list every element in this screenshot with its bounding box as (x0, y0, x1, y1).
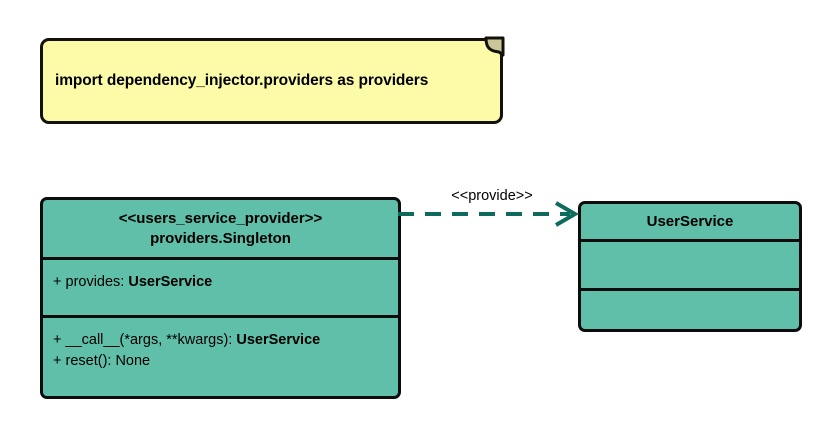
attribute-type: UserService (128, 274, 213, 290)
class-box-users-service-provider[interactable]: <<users_service_provider>> providers.Sin… (40, 197, 401, 399)
class-name: providers.Singleton (150, 229, 291, 247)
note-import[interactable]: import dependency_injector.providers as … (40, 36, 505, 124)
class-header: UserService (581, 204, 799, 239)
attribute-label: provides: (65, 274, 125, 290)
operation-type: UserService (236, 332, 321, 348)
class-attributes-compartment: + provides: UserService (43, 257, 398, 315)
class-attributes-compartment (581, 239, 799, 288)
operation-row: + __call__(*args, **kwargs): UserService (53, 330, 388, 351)
class-operations-compartment (581, 288, 799, 329)
class-name: UserService (646, 212, 734, 230)
operation-visibility: + (53, 353, 62, 370)
connector-provide[interactable] (398, 186, 584, 234)
note-text: import dependency_injector.providers as … (55, 71, 429, 89)
class-header: <<users_service_provider>> providers.Sin… (43, 200, 398, 257)
operation-visibility: + (53, 332, 62, 348)
class-stereotype: <<users_service_provider>> (118, 209, 323, 227)
operation-label: reset(): (65, 353, 112, 370)
connector-label: <<provide>> (451, 188, 533, 204)
class-operations-compartment: + __call__(*args, **kwargs): UserService… (43, 315, 398, 396)
operation-row: + reset(): None (53, 351, 388, 372)
operation-label: __call__(*args, **kwargs): (65, 332, 233, 348)
attribute-row: + provides: UserService (53, 272, 388, 293)
page-fold-icon (484, 36, 505, 57)
attribute-visibility: + (53, 274, 62, 290)
class-box-user-service[interactable]: UserService (578, 201, 802, 332)
operation-type: None (115, 353, 151, 370)
